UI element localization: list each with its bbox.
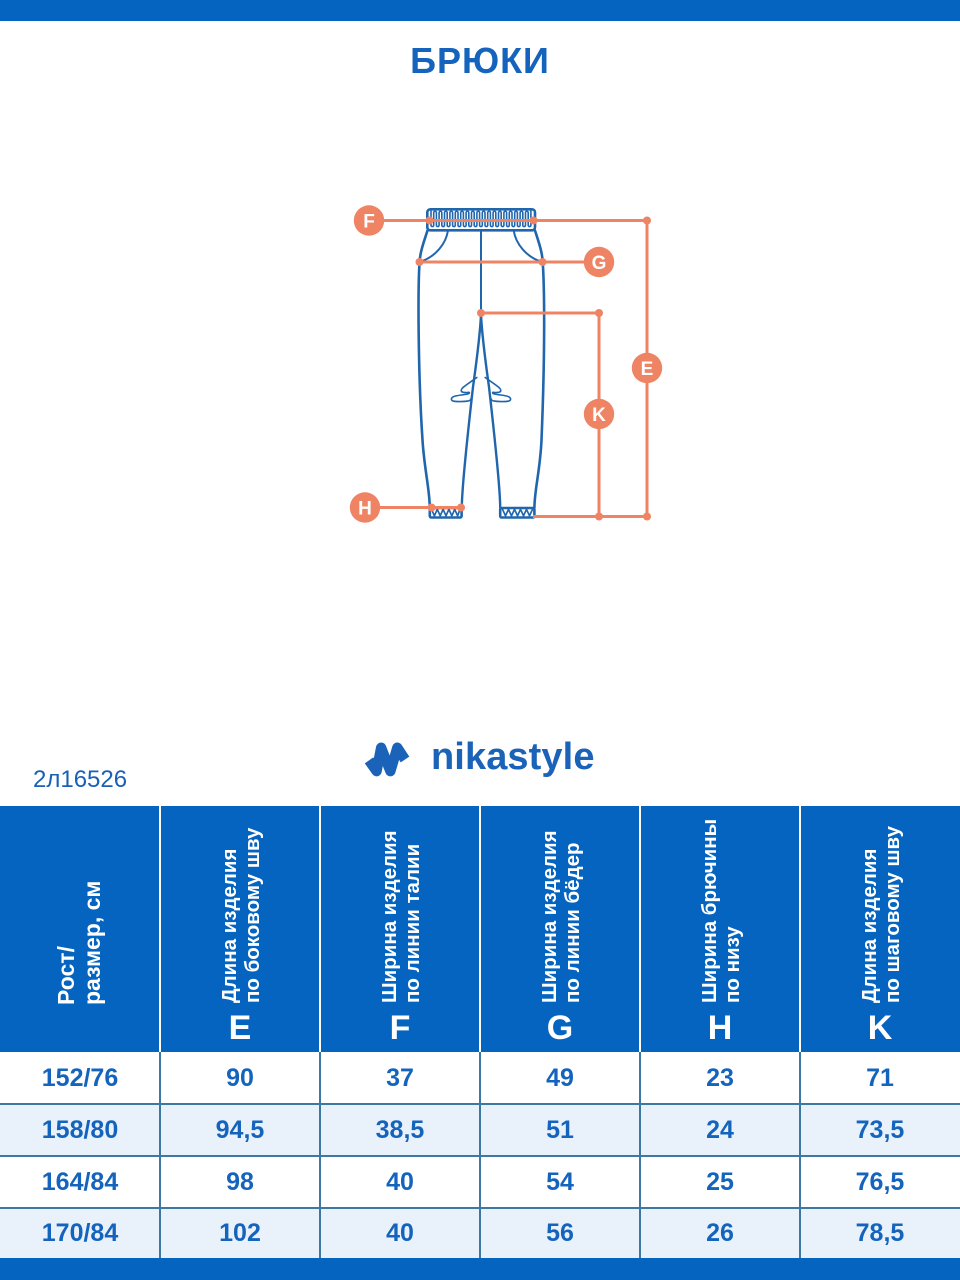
svg-text:H: H [358, 499, 372, 520]
svg-text:nikastyle: nikastyle [431, 736, 595, 778]
svg-text:F: F [363, 212, 375, 233]
svg-text:G: G [592, 253, 607, 274]
svg-text:K: K [592, 405, 606, 426]
svg-text:E: E [641, 359, 654, 380]
